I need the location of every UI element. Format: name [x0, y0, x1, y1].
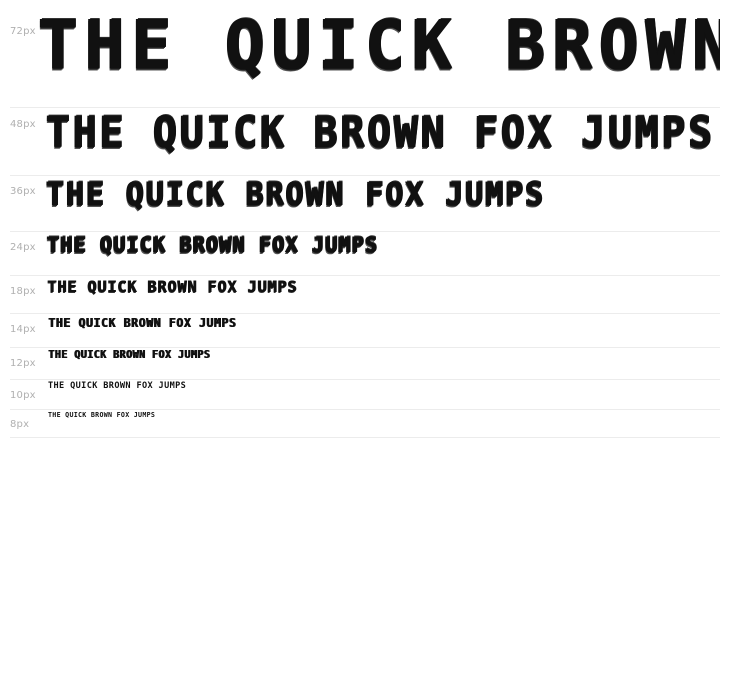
sample-text: THE QUICK BROWN FOX JUMPS [48, 349, 211, 361]
size-row-18: 18px THE QUICK BROWN FOX JUMPS [10, 275, 720, 314]
size-row-36: 36px THE QUICK BROWN FOX JUMPS [10, 175, 720, 232]
size-row-72: 72px THE QUICK BROWN FOX JUMPS [10, 0, 720, 108]
size-row-8: 8px THE QUICK BROWN FOX JUMPS [10, 409, 720, 438]
sample-text: THE QUICK BROWN FOX JUMPS [47, 233, 379, 257]
size-row-14: 14px THE QUICK BROWN FOX JUMPS [10, 313, 720, 348]
sample-text: THE QUICK BROWN FOX JUMPS [48, 411, 156, 419]
size-label: 10px [10, 390, 36, 401]
size-label: 12px [10, 358, 36, 369]
size-label: 24px [10, 242, 36, 253]
sample-text: THE QUICK BROWN FOX JUMPS [38, 5, 720, 86]
size-label: 14px [10, 324, 36, 335]
size-label: 36px [10, 186, 36, 197]
size-label: 8px [10, 419, 30, 430]
size-row-48: 48px THE QUICK BROWN FOX JUMPS [10, 107, 720, 176]
size-label: 72px [10, 26, 36, 37]
size-row-10: 10px THE QUICK BROWN FOX JUMPS [10, 379, 720, 410]
sample-text: THE QUICK BROWN FOX JUMPS [47, 277, 298, 296]
sample-text: THE QUICK BROWN FOX JUMPS [46, 175, 546, 213]
size-label: 48px [10, 119, 36, 130]
size-row-12: 12px THE QUICK BROWN FOX JUMPS [10, 347, 720, 380]
sample-text: THE QUICK BROWN FOX JUMPS [46, 108, 716, 158]
size-row-24: 24px THE QUICK BROWN FOX JUMPS [10, 231, 720, 276]
sample-text: THE QUICK BROWN FOX JUMPS [48, 316, 237, 330]
size-label: 18px [10, 286, 36, 297]
sample-text: THE QUICK BROWN FOX JUMPS [48, 381, 187, 391]
